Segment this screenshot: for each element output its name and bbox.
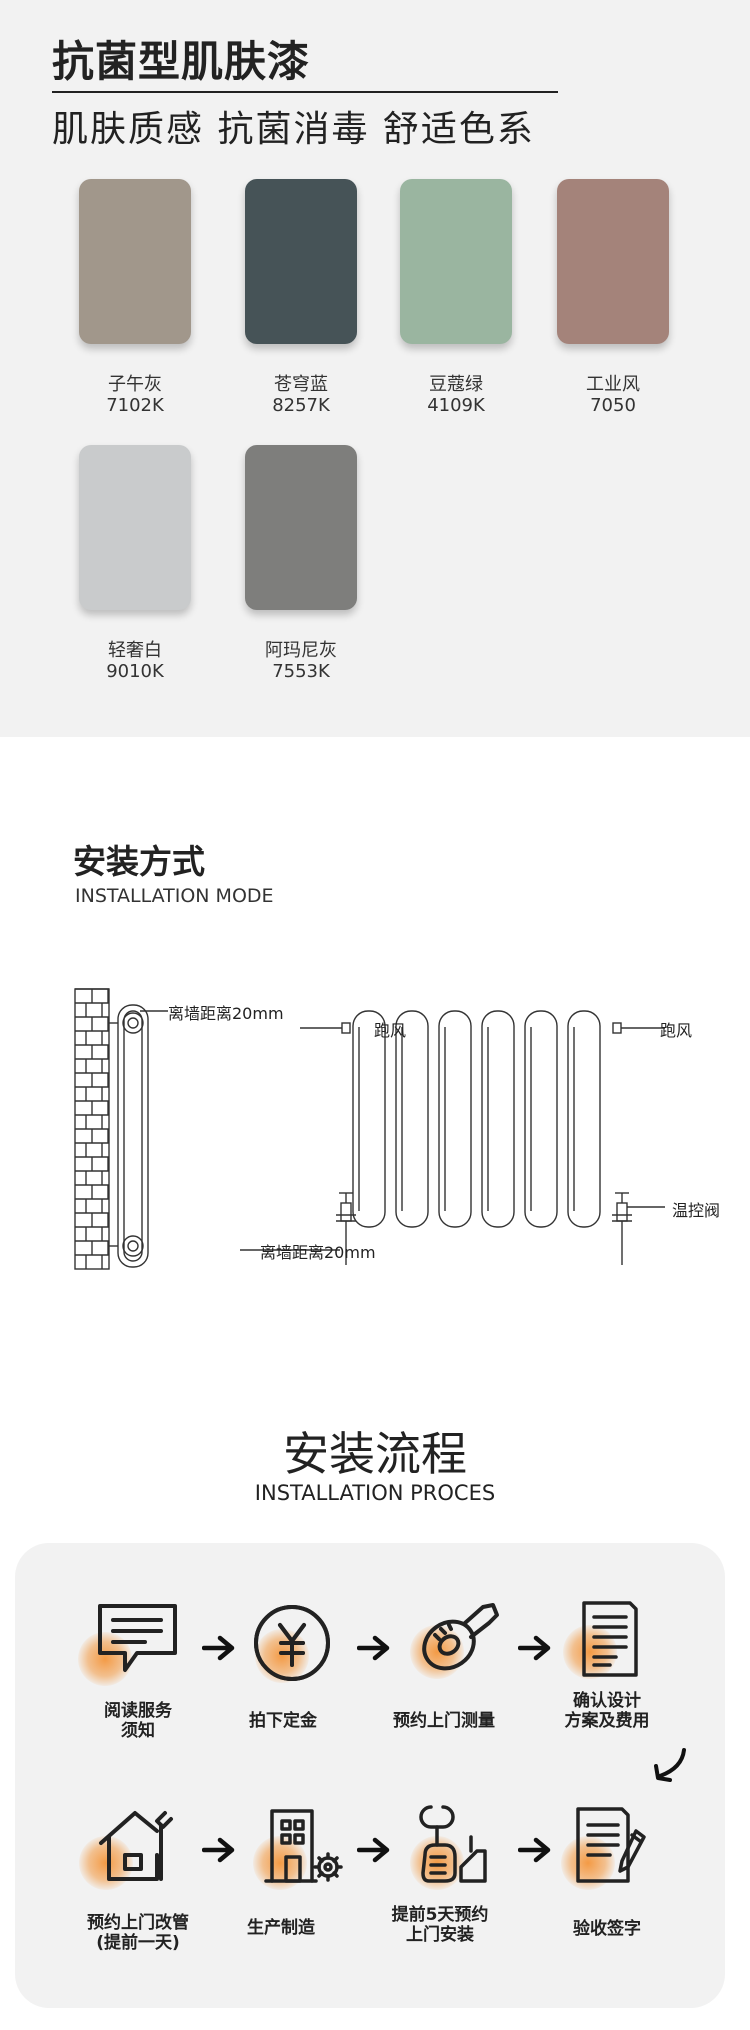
title-underline [52, 91, 558, 93]
step-label: 确认设计 方案及费用 [564, 1691, 650, 1731]
installation-diagram: 离墙距离20mm 跑风 跑风 温控阀 离墙距离20mm [60, 975, 720, 1275]
color-swatch [245, 445, 357, 610]
step-label: 提前5天预约 上门安装 [391, 1905, 489, 1945]
color-swatch [79, 445, 191, 610]
front-distance-label: 离墙距离20mm [260, 1243, 376, 1262]
swatch-code: 7102K [106, 395, 164, 416]
vent-right-label: 跑风 [660, 1021, 693, 1040]
arrow-return-icon [654, 1748, 686, 1782]
process-title: 安装流程 [283, 1427, 467, 1481]
color-swatch [245, 179, 357, 344]
accent-glow [563, 1625, 617, 1679]
swatch-name: 豆蔻绿 [429, 374, 483, 395]
swatch-name: 苍穹蓝 [274, 374, 328, 395]
step-label: 预约上门改管 (提前一天) [87, 1913, 189, 1953]
install-mode-subtitle: INSTALLATION MODE [75, 885, 274, 907]
color-options-section: 抗菌型肌肤漆 肌肤质感 抗菌消毒 舒适色系 子午灰 7102K 苍穹蓝 8257… [0, 0, 750, 737]
vent-left-label: 跑风 [374, 1021, 407, 1040]
valve-label: 温控阀 [672, 1201, 721, 1220]
side-view-diagram [74, 988, 665, 1270]
worker-tools-icon [419, 1805, 487, 1883]
swatch-code: 9010K [106, 661, 164, 682]
process-panel: 阅读服务 须知 拍下定金 预约上门测量 确认设计 方案及费用 预约上门改管 (提… [15, 1543, 725, 2008]
step-label: 拍下定金 [249, 1711, 317, 1731]
step-label: 生产制造 [247, 1918, 315, 1938]
section-title: 抗菌型肌肤漆 [52, 37, 311, 86]
process-subtitle: INSTALLATION PROCES [254, 1481, 496, 1505]
swatch-code: 7050 [590, 395, 636, 416]
swatch-name: 子午灰 [108, 374, 162, 395]
step-label: 验收签字 [573, 1919, 641, 1939]
arrow-right-icon [518, 1837, 551, 1863]
side-distance-label: 离墙距离20mm [168, 1004, 284, 1023]
color-swatch [400, 179, 512, 344]
swatch-code: 7553K [272, 661, 330, 682]
arrow-right-icon [202, 1635, 235, 1661]
swatch-code: 4109K [427, 395, 485, 416]
sign-document-icon [576, 1807, 646, 1883]
tape-measure-icon [422, 1603, 499, 1671]
swatch-code: 8257K [272, 395, 330, 416]
document-chat-icon [98, 1604, 177, 1672]
swatch-name: 工业风 [586, 374, 640, 395]
section-subtitle: 肌肤质感 抗菌消毒 舒适色系 [52, 109, 535, 150]
install-mode-title: 安装方式 [73, 842, 205, 881]
arrow-right-icon [357, 1837, 390, 1863]
arrow-right-icon [202, 1837, 235, 1863]
factory-icon [264, 1809, 343, 1883]
swatch-name: 阿玛尼灰 [265, 640, 337, 661]
yuan-coin-icon-overlay [254, 1605, 330, 1681]
color-swatch [557, 179, 669, 344]
swatch-name: 轻奢白 [108, 640, 162, 661]
arrow-right-icon [357, 1635, 390, 1661]
step-label: 阅读服务 须知 [104, 1701, 172, 1741]
arrow-right-icon [518, 1635, 551, 1661]
accent-glow [255, 1629, 309, 1683]
home-repair-icon [99, 1811, 173, 1881]
design-document-icon [582, 1601, 638, 1677]
step-label: 预约上门测量 [393, 1711, 495, 1731]
color-swatch [79, 179, 191, 344]
